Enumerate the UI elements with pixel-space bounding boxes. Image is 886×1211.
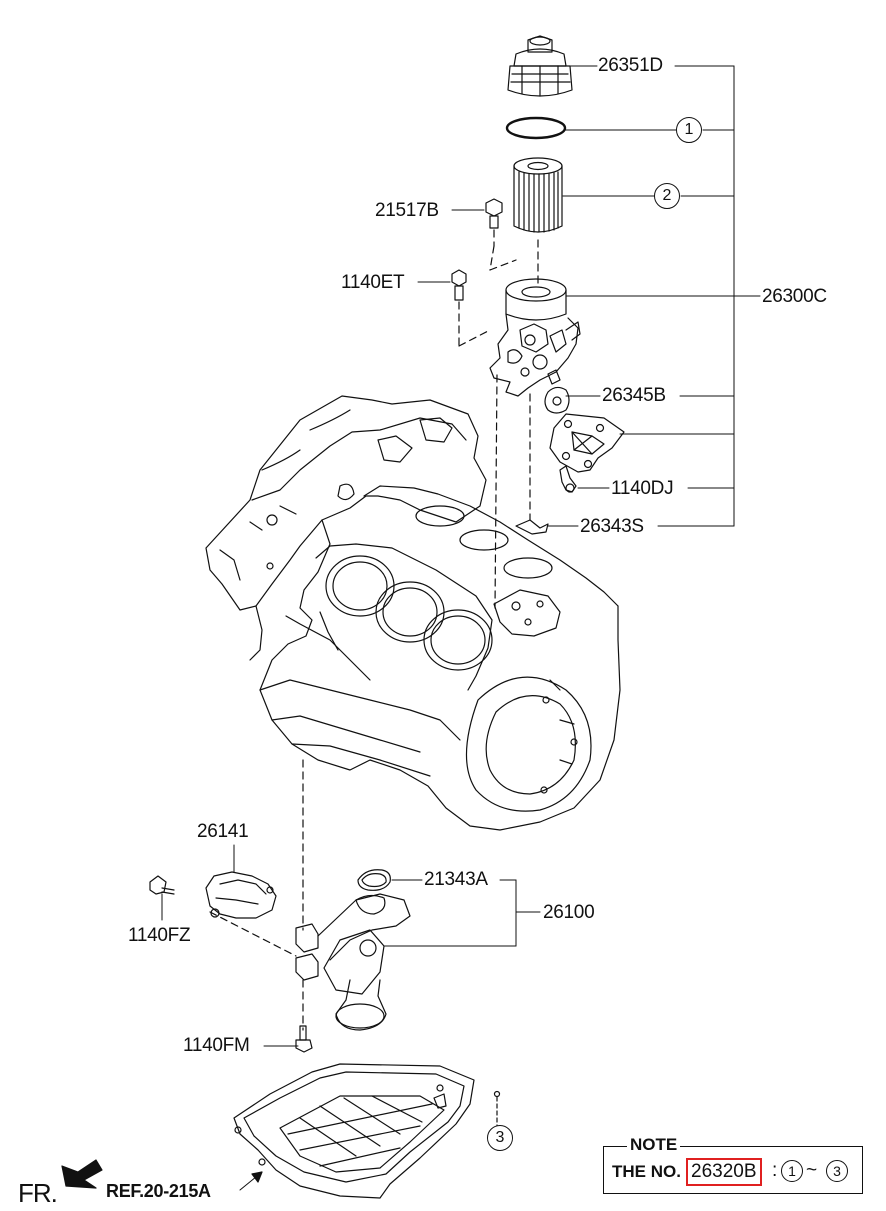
bolt-1140fm-drawing [295,1025,313,1053]
callout-3[interactable]: 3 [487,1125,513,1151]
note-prefix: THE NO. [612,1162,681,1181]
label-1140et[interactable]: 1140ET [341,272,405,293]
bolt-1140fz-drawing [149,875,175,895]
label-26100[interactable]: 26100 [543,902,595,923]
front-marker: FR. [18,1178,58,1208]
label-1140dj[interactable]: 1140DJ [611,478,674,499]
note-range-start: 1 [781,1160,803,1182]
leader-lines [161,65,761,1191]
label-26343s[interactable]: 26343S [580,516,644,537]
callout-2[interactable]: 2 [654,183,680,209]
front-direction-arrow [61,1159,103,1189]
gasket-26345b-drawing [544,386,570,414]
engine-block-drawing [205,395,621,831]
label-21517b[interactable]: 21517B [375,200,439,221]
label-26141[interactable]: 26141 [197,821,249,842]
bolt-1140et-drawing [451,269,467,301]
note-title: NOTE [627,1135,681,1155]
label-26351d[interactable]: 26351D [598,55,663,76]
assembly-guide-lines [209,229,539,1031]
note-colon: : [772,1160,778,1181]
reference-arrowhead [251,1171,263,1183]
label-21343a[interactable]: 21343A [424,869,488,890]
oil-filter-cap-drawing [507,35,573,97]
oil-filter-housing-drawing [489,278,581,397]
note-range-end: 3 [826,1160,848,1182]
filter-element-drawing [513,157,563,233]
oil-pump-strainer-drawing [295,893,411,1031]
label-26300c[interactable]: 26300C [762,286,827,307]
callout-1[interactable]: 1 [676,117,702,143]
label-26345b[interactable]: 26345B [602,385,666,406]
note-part-number[interactable]: 26320B [686,1158,762,1186]
bracket-26343s-drawing [515,519,549,535]
gasket-21343a-drawing [357,869,391,891]
adapter-plate-drawing [549,413,625,473]
o-ring-drawing [505,116,567,140]
bolt-1140dj-drawing [559,465,577,493]
baffle-26141-drawing [205,871,277,919]
reference-link[interactable]: REF.20-215A [106,1181,211,1201]
bolt-21517b-drawing [485,198,503,229]
oil-pan-drawing [233,1063,501,1199]
label-1140fm[interactable]: 1140FM [183,1035,250,1056]
note-tilde: ~ [806,1160,818,1181]
label-1140fz[interactable]: 1140FZ [128,925,191,946]
